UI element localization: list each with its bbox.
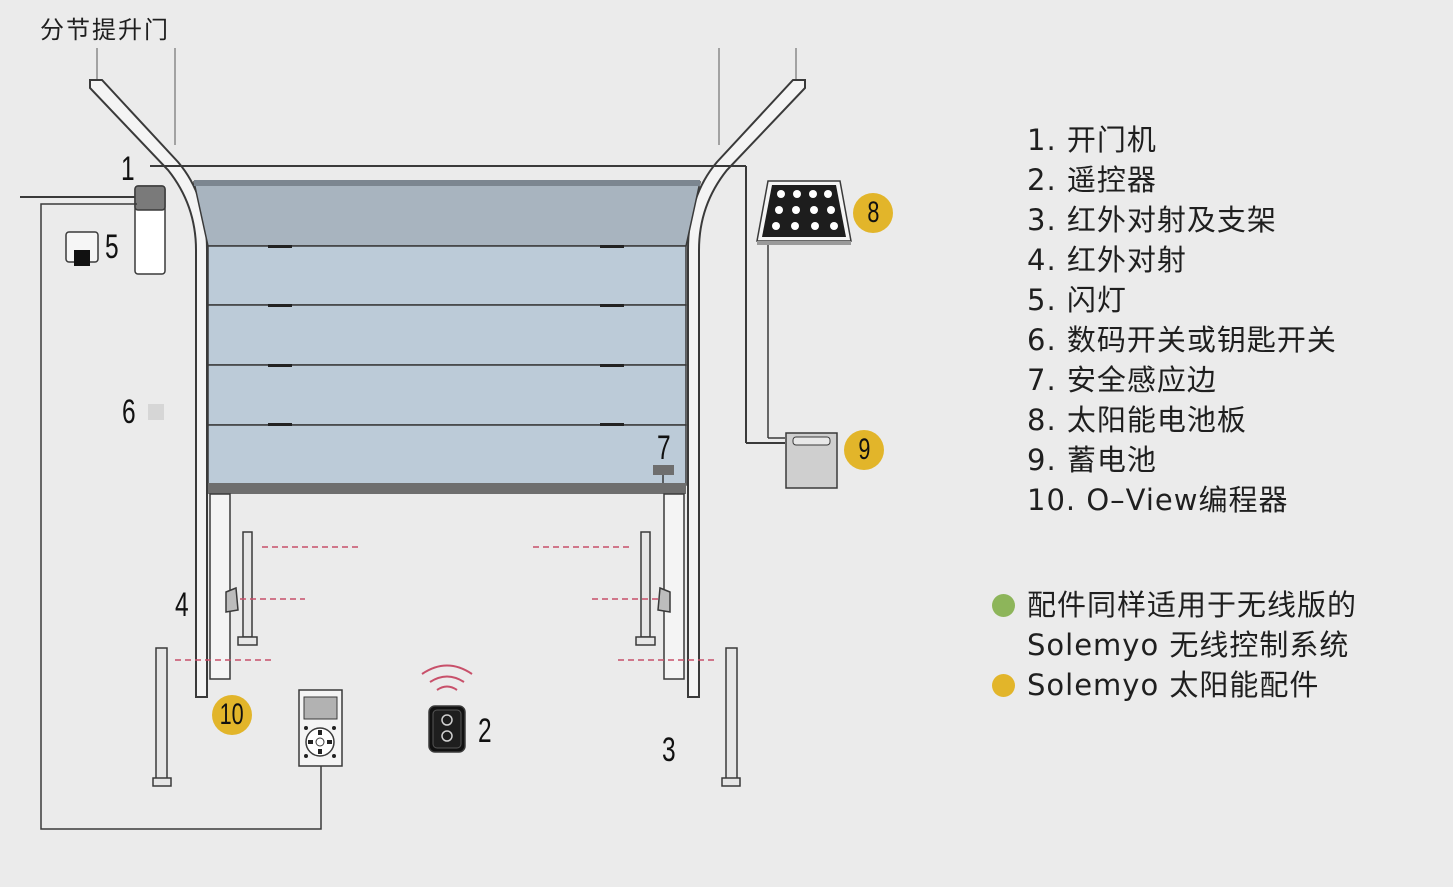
note-wireless-cont: Solemyo 无线控制系统 xyxy=(992,625,1357,665)
note-wireless: 配件同样适用于无线版的 xyxy=(992,585,1357,625)
note-wireless-line2: Solemyo 无线控制系统 xyxy=(1027,628,1350,662)
safety-edge xyxy=(653,465,674,475)
callout-2: 2 xyxy=(478,712,492,750)
legend-item: 7. 安全感应边 xyxy=(1027,363,1217,397)
motor-unit xyxy=(134,185,166,275)
legend-item: 3. 红外对射及支架 xyxy=(1027,203,1277,237)
diagram-title: 分节提升门 xyxy=(40,16,170,44)
right-track xyxy=(687,79,806,698)
accessory-notes: 配件同样适用于无线版的 Solemyo 无线控制系统 Solemyo 太阳能配件 xyxy=(992,585,1357,705)
photocell-column-left xyxy=(152,647,172,787)
callout-4: 4 xyxy=(175,586,189,624)
callout-8-badge: 8 xyxy=(853,193,893,233)
legend-item: 6. 数码开关或钥匙开关 xyxy=(1027,323,1337,357)
photocell-column-right xyxy=(721,647,741,787)
infrared-beams xyxy=(175,546,718,661)
photocell-right xyxy=(635,531,671,646)
green-dot-icon xyxy=(992,594,1015,617)
solar-panel xyxy=(756,180,852,245)
wireless-signal-icon xyxy=(421,664,473,691)
callout-1: 1 xyxy=(121,150,135,188)
flashing-light xyxy=(65,231,99,266)
photocell-left xyxy=(225,531,258,646)
key-switch xyxy=(148,404,164,420)
callout-5: 5 xyxy=(105,228,119,266)
callout-10-badge: 10 xyxy=(212,695,252,735)
legend-item: 5. 闪灯 xyxy=(1027,283,1127,317)
callout-10: 10 xyxy=(219,698,245,731)
note-solar: Solemyo 太阳能配件 xyxy=(992,665,1357,705)
legend-item: 4. 红外对射 xyxy=(1027,243,1187,277)
note-solar-text: Solemyo 太阳能配件 xyxy=(1027,668,1320,702)
o-view-programmer xyxy=(298,689,343,767)
legend-item: 1. 开门机 xyxy=(1027,123,1157,157)
left-track xyxy=(89,79,208,698)
callout-8: 8 xyxy=(866,196,880,229)
component-legend: 1. 开门机 2. 遥控器 3. 红外对射及支架 4. 红外对射 5. 闪灯 6… xyxy=(1027,120,1337,520)
legend-item: 8. 太阳能电池板 xyxy=(1027,403,1247,437)
callout-9-badge: 9 xyxy=(844,430,884,470)
door-panels xyxy=(207,245,687,494)
callout-3: 3 xyxy=(662,731,676,769)
legend-item: 10. O–View编程器 xyxy=(1027,483,1289,517)
legend-item: 9. 蓄电池 xyxy=(1027,443,1157,477)
callout-6: 6 xyxy=(122,393,136,431)
callout-7: 7 xyxy=(657,429,671,467)
remote-control xyxy=(421,664,473,753)
door-top-section xyxy=(193,181,701,247)
callout-9: 9 xyxy=(857,433,871,466)
note-wireless-line1: 配件同样适用于无线版的 xyxy=(1027,588,1358,622)
battery-box xyxy=(785,432,838,489)
legend-item: 2. 遥控器 xyxy=(1027,163,1157,197)
yellow-dot-icon xyxy=(992,674,1015,697)
